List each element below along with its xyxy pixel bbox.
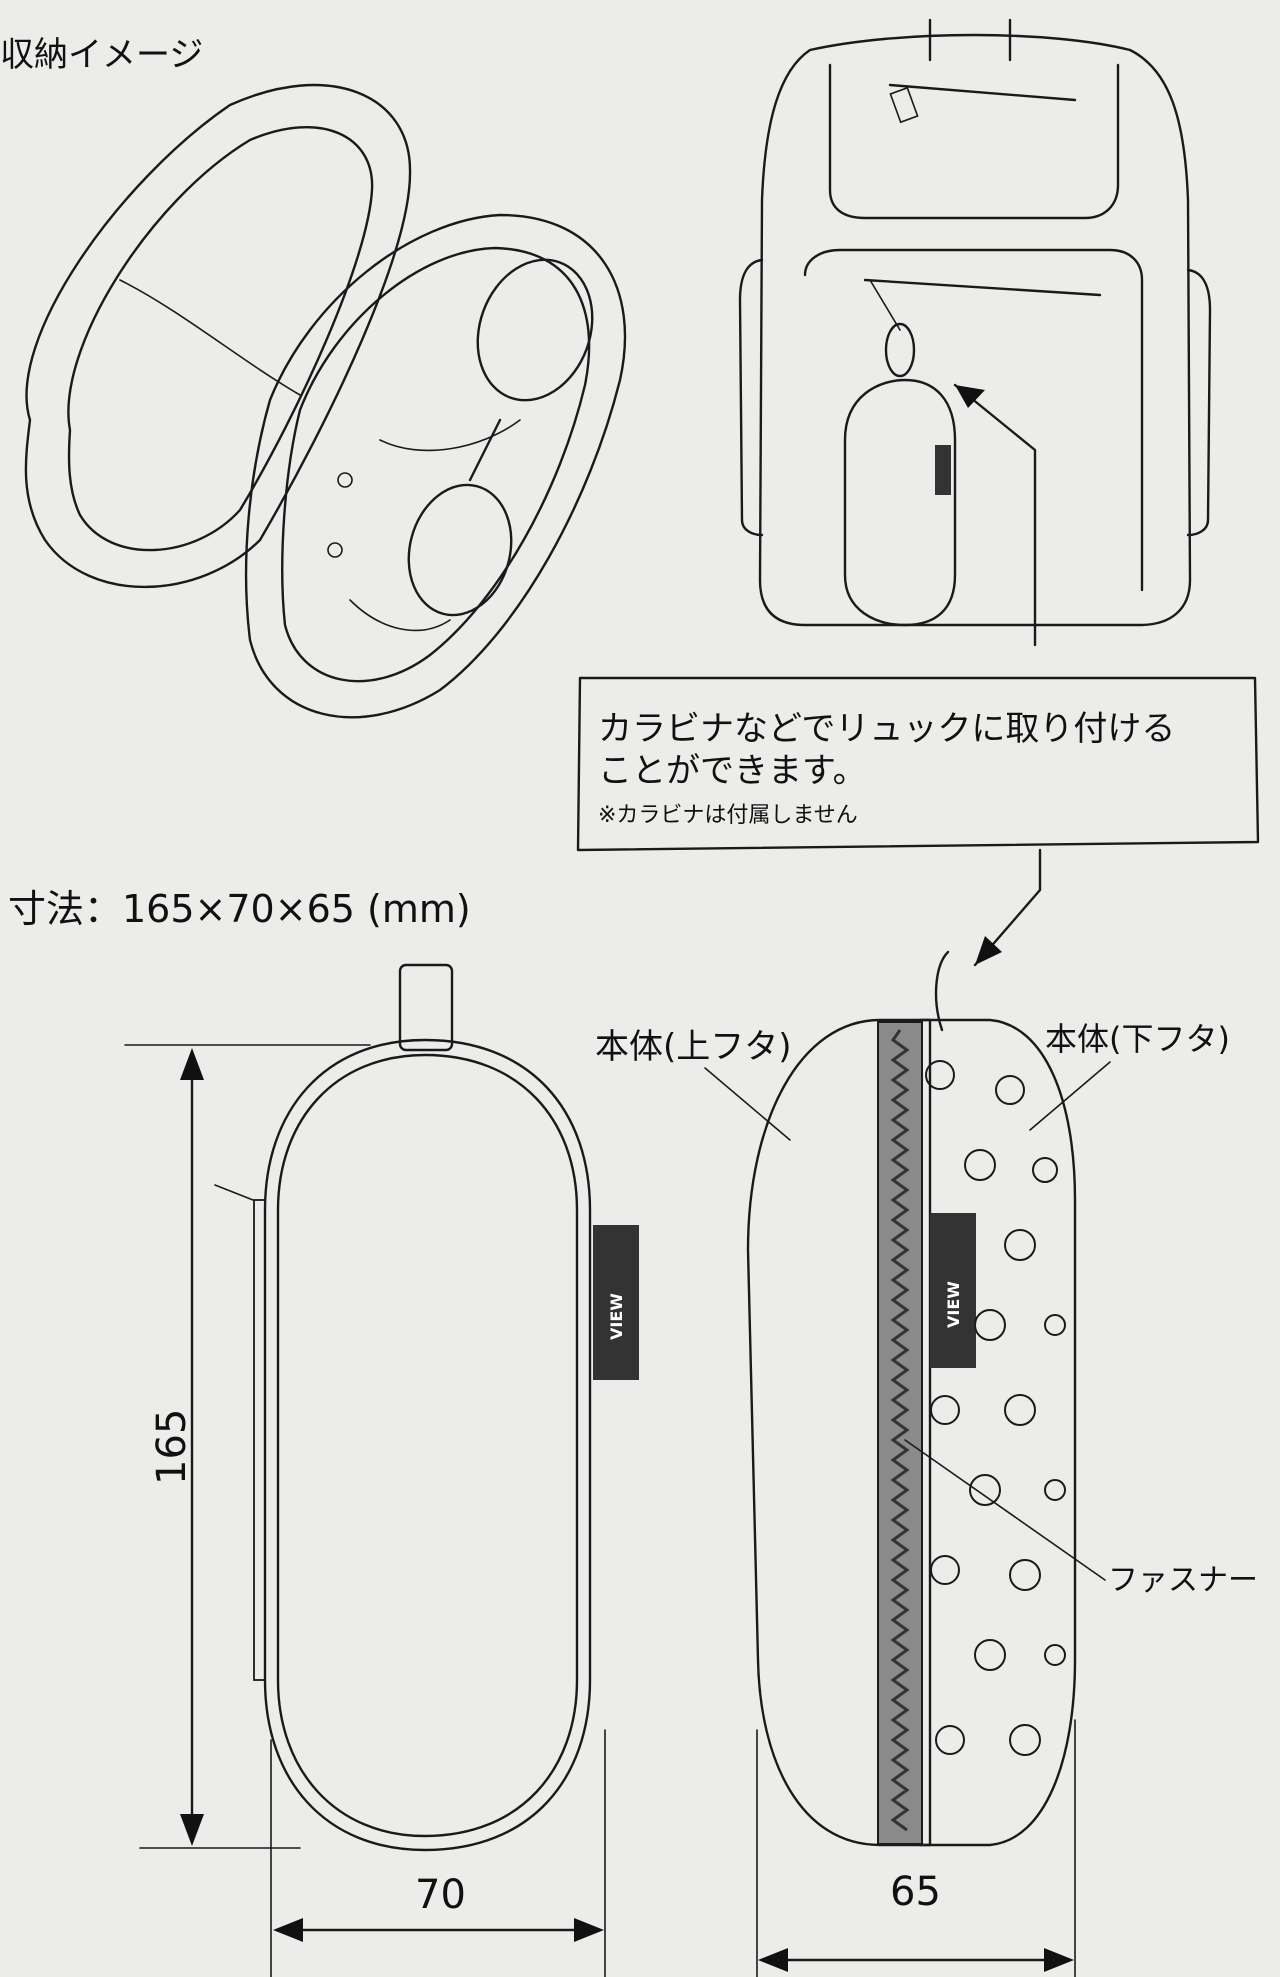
dimensions-label: 寸法：165×70×65 (mm) bbox=[8, 887, 471, 931]
depth-dimension: 65 bbox=[756, 1719, 1076, 1977]
upper-lid-label: 本体(上フタ) bbox=[595, 1027, 792, 1067]
callout-note: ※カラビナは付属しません bbox=[598, 803, 858, 828]
backpack-illustration bbox=[738, 18, 1212, 647]
front-brand-tag bbox=[593, 1225, 639, 1380]
side-brand-logo: VIEW bbox=[944, 1281, 963, 1328]
depth-value: 65 bbox=[890, 1869, 941, 1915]
zipper-strip bbox=[877, 1021, 923, 1845]
lower-lid-label: 本体(下フタ) bbox=[1045, 1020, 1230, 1058]
front-brand-logo: VIEW bbox=[607, 1293, 626, 1340]
carabiner-callout: カラビナなどでリュックに取り付ける ことができます。 ※カラビナは付属しません bbox=[576, 676, 1260, 967]
callout-line-2: ことができます。 bbox=[598, 751, 867, 791]
front-view: VIEW bbox=[214, 963, 639, 1852]
side-brand-tag bbox=[930, 1213, 976, 1368]
callout-line-1: カラビナなどでリュックに取り付ける bbox=[598, 709, 1175, 749]
height-value: 165 bbox=[149, 1409, 195, 1485]
side-view: VIEW bbox=[746, 950, 1077, 1847]
width-dimension: 70 bbox=[270, 1729, 606, 1977]
height-dimension: 165 bbox=[124, 1044, 371, 1849]
zipper-label: ファスナー bbox=[1108, 1563, 1258, 1598]
storage-image-label: 収納イメージ bbox=[0, 35, 203, 75]
width-value: 70 bbox=[415, 1872, 466, 1918]
open-case-illustration bbox=[24, 83, 627, 719]
